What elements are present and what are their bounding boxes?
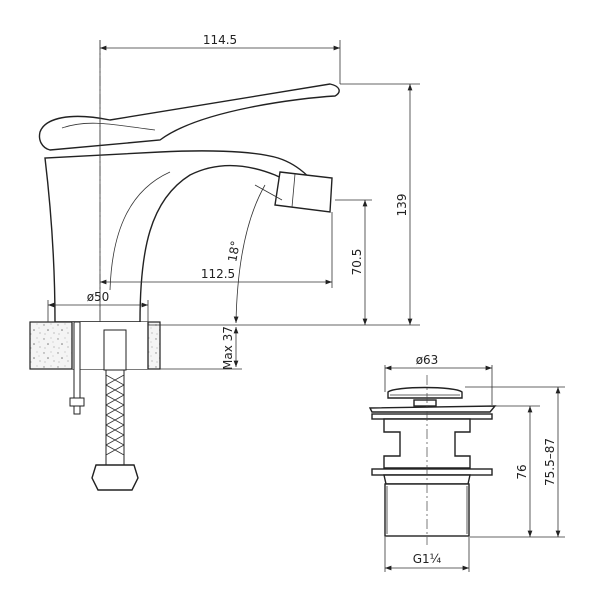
dim-total-height: 139 [395,194,409,217]
pop-up-drain [368,375,497,545]
countertop-section [29,321,161,370]
dim-thread: G1¼ [413,552,442,566]
dim-base-diameter: ø50 [87,290,110,304]
dim-body-height: 76 [515,464,529,479]
dim-length-range: 75.5–87 [543,438,557,486]
dim-spout-reach: 112.5 [201,267,235,281]
dim-angle: 18° [225,240,242,263]
supply-hose [69,321,139,491]
drain-dimensions [384,365,565,572]
dim-cap-diameter: ø63 [416,353,439,367]
faucet-body [38,83,340,323]
dim-max-thickness: Max 37 [221,326,235,370]
faucet-dimensions [47,40,420,370]
dim-top-width: 114.5 [203,33,237,47]
dim-spout-height: 70.5 [350,249,364,276]
